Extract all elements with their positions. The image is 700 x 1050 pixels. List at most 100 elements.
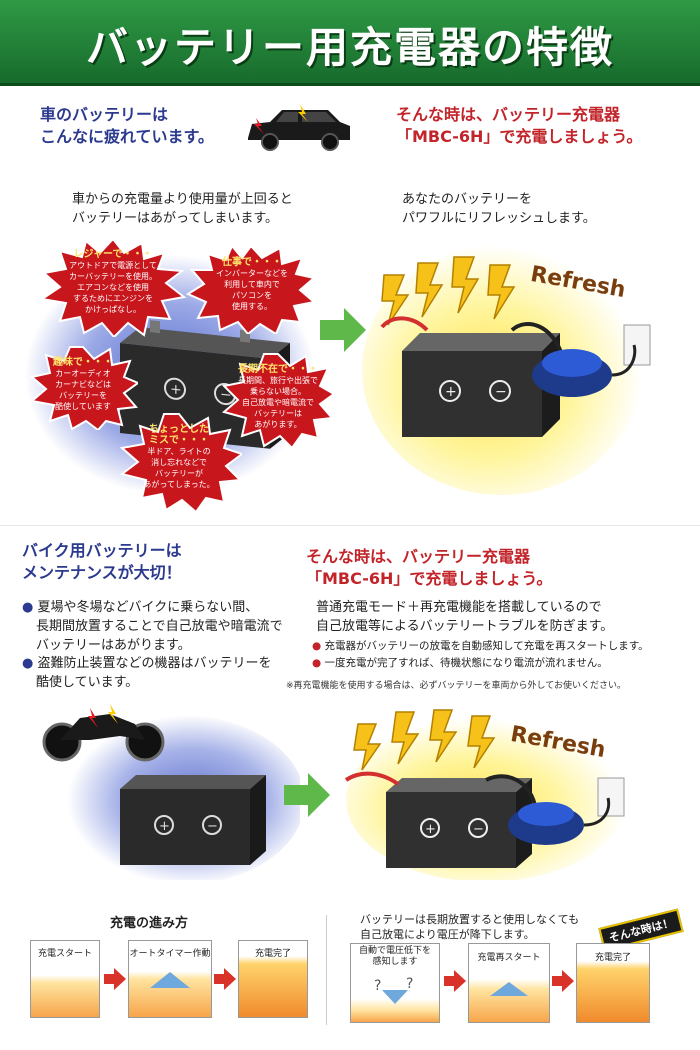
divider — [0, 525, 700, 526]
usage-note: ※再充電機能を使用する場合は、必ずバッテリーを車両から外してお使いください。 — [286, 681, 627, 691]
bike-bullet-2-line: 酷使しています。 — [36, 675, 139, 690]
recharge-bullets: ● 充電器がバッテリーの放電を自動感知して充電を再スタートします。 ● 一度充電… — [312, 640, 649, 669]
burst-work-head: 仕事で・・・ — [222, 257, 282, 268]
green-arrow-icon — [320, 308, 366, 352]
burst-mistake — [119, 413, 242, 512]
burst-hobby-line: カーナビなどは — [55, 380, 111, 389]
burst-work-line: パソコンを — [232, 291, 272, 300]
bike-heading-line2: メンテナンスが大切！ — [22, 563, 182, 582]
up-arrow-icon — [490, 982, 528, 996]
step-complete-2-label: 充電完了 — [594, 953, 631, 963]
step-detect-line: 自動で電圧低下を — [358, 946, 431, 956]
process-divider — [326, 915, 327, 1025]
burst-work — [186, 244, 316, 334]
svg-text:−: − — [220, 387, 232, 404]
burst-leisure-text: レジャーで・・・ アウトドアで電源として カーバッテリーを使用。 エアコンなどを… — [50, 249, 176, 315]
page-title: バッテリー用充電器の特徴 — [85, 23, 614, 72]
burst-work-text: 仕事で・・・ インバーターなどを 利用して車内で パソコンを 使用する。 — [200, 257, 304, 312]
burst-work-line: インバーターなどを — [216, 269, 288, 278]
svg-text:?: ? — [374, 978, 381, 994]
green-arrow-icon — [284, 773, 330, 817]
bike-bullet-1-line: 夏場や冬場などバイクに乗らない間、 — [37, 600, 259, 615]
wall-outlet-icon — [597, 777, 625, 817]
svg-text:+: + — [159, 819, 170, 834]
solution-heading-2: そんな時は、バッテリー充電器 「MBC-6H」で充電しましょう。 — [306, 546, 686, 590]
bike-charging-illustration: + − — [344, 709, 626, 880]
car-usage-line1: 車からの充電量より使用量が上回ると — [72, 192, 293, 207]
burst-absence-head: 長期不在で・・・ — [238, 364, 318, 375]
svg-text:?: ? — [406, 976, 413, 992]
step-complete-2 — [576, 943, 650, 1023]
step-charge-complete-label: 充電完了 — [254, 949, 291, 959]
car-usage-line2: バッテリーはあがってしまいます。 — [72, 211, 279, 226]
up-arrow-icon — [150, 972, 190, 988]
burst-hobby-line: カーオーディオ — [55, 369, 111, 378]
refresh-line2: パワフルにリフレッシュします。 — [402, 211, 596, 226]
burst-absence-text: 長期不在で・・・ 長期間、旅行や出張で 乗らない場合。 自己放電や暗電流で バッ… — [230, 364, 326, 430]
svg-text:−: − — [473, 822, 484, 837]
step-detect-voltage — [350, 943, 440, 1023]
burst-leisure-line: エアコンなどを使用 — [77, 283, 149, 292]
burst-absence-line: バッテリーは — [254, 409, 302, 418]
burst-absence-line: 乗らない場合。 — [250, 387, 306, 396]
solution-heading-2-line1: そんな時は、バッテリー充電器 — [306, 547, 531, 566]
svg-text:−: − — [495, 384, 507, 400]
burst-hobby-head: 趣味で・・・ — [53, 357, 113, 368]
new-battery: + − — [402, 333, 560, 437]
step-restart-label: 充電再スタート — [477, 953, 541, 963]
burst-work-line: 利用して車内で — [224, 280, 280, 289]
svg-text:+: + — [170, 381, 182, 398]
down-arrow-icon: ? ? — [374, 976, 413, 1004]
burst-hobby-text: 趣味で・・・ カーオーディオ カーナビなどは バッテリーを 酷使しています — [36, 357, 130, 412]
burst-absence — [222, 353, 334, 448]
burst-absence-line: 長期間、旅行や出張で — [238, 376, 318, 385]
burst-leisure-line: するためにエンジンを — [73, 294, 153, 303]
car-heading-line2: こんなに疲れています。 — [40, 127, 214, 146]
step-detect-line: 感知します — [372, 957, 418, 967]
bike-bullet-1: ● 夏場や冬場などバイクに乗らない間、 長期間放置することで自己放電や暗電流で … — [22, 598, 302, 655]
burst-leisure-line: アウトドアで電源として — [69, 261, 157, 270]
solution-heading-1-line1: そんな時は、バッテリー充電器 — [396, 105, 621, 124]
solution-heading-1: そんな時は、バッテリー充電器 「MBC-6H」で充電しましょう。 — [396, 104, 696, 148]
recharge-bullet: 充電器がバッテリーの放電を自動感知して充電を再スタートします。 — [324, 640, 649, 652]
burst-absence-line: あがります。 — [254, 420, 302, 429]
motorcycle-icon — [42, 704, 165, 762]
burst-mistake-line: あがってしまった。 — [143, 480, 215, 489]
red-arrow-icon — [552, 970, 574, 992]
burst-absence-line: 自己放電や暗電流で — [242, 398, 314, 407]
recharge-feature-text: 普通充電モード＋再充電機能を搭載しているので 自己放電等によるバッテリートラブル… — [316, 598, 686, 636]
burst-mistake-line: 消し忘れなどで — [151, 458, 207, 467]
red-arrow-icon — [214, 968, 236, 990]
self-discharge-text: バッテリーは長期放置すると使用しなくても 自己放電により電圧が降下します。 — [360, 912, 640, 942]
svg-text:−: − — [207, 819, 218, 834]
bike-battery-heading: バイク用バッテリーは メンテナンスが大切！ — [22, 540, 282, 584]
car-usage-text: 車からの充電量より使用量が上回ると バッテリーはあがってしまいます。 — [72, 190, 362, 228]
step-charge-start-label: 充電スタート — [37, 949, 92, 959]
charging-process-heading: 充電の進み方 — [110, 916, 189, 931]
car-icon — [248, 104, 350, 151]
refresh-text: あなたのバッテリーを パワフルにリフレッシュします。 — [402, 190, 692, 228]
self-discharge-line: 自己放電により電圧が降下します。 — [360, 928, 535, 941]
svg-text:+: + — [425, 822, 436, 837]
burst-leisure-head: レジャーで・・・ — [73, 249, 153, 260]
title-bar — [0, 0, 700, 86]
burst-hobby-line: 酷使しています — [55, 402, 111, 411]
recharge-feature-line: 普通充電モード＋再充電機能を搭載しているので — [316, 600, 602, 615]
charging-illustration: + − — [362, 245, 651, 495]
step-auto-timer-label: オートタイマー作動 — [129, 949, 211, 959]
refresh-line1: あなたのバッテリーを — [402, 192, 533, 207]
burst-hobby-line: バッテリーを — [59, 391, 107, 400]
bike-heading-line1: バイク用バッテリーは — [22, 541, 182, 560]
bike-bullet-1-line: 長期間放置することで自己放電や暗電流で — [36, 619, 283, 634]
step-charge-start — [30, 940, 100, 1018]
burst-leisure — [39, 237, 187, 337]
step-detect-voltage-label: 自動で電圧低下を 感知します — [350, 946, 440, 968]
bike-battery-illustration: + − — [42, 704, 300, 880]
burst-leisure-line: カーバッテリーを使用。 — [69, 272, 157, 281]
solution-heading-1-line2: 「MBC-6H」で充電しましょう。 — [396, 127, 643, 146]
bike-bullet-2: ● 盗難防止装置などの機器はバッテリーを 酷使しています。 — [22, 654, 302, 692]
bike-bullet-2-line: 盗難防止装置などの機器はバッテリーを — [37, 656, 272, 671]
burst-mistake-text: ちょっとした ミスで・・・ 半ドア、ライトの 消し忘れなどで バッテリーが あが… — [126, 424, 232, 490]
step-charge-complete — [238, 940, 308, 1018]
burst-mistake-line: 半ドア、ライトの — [147, 447, 211, 456]
